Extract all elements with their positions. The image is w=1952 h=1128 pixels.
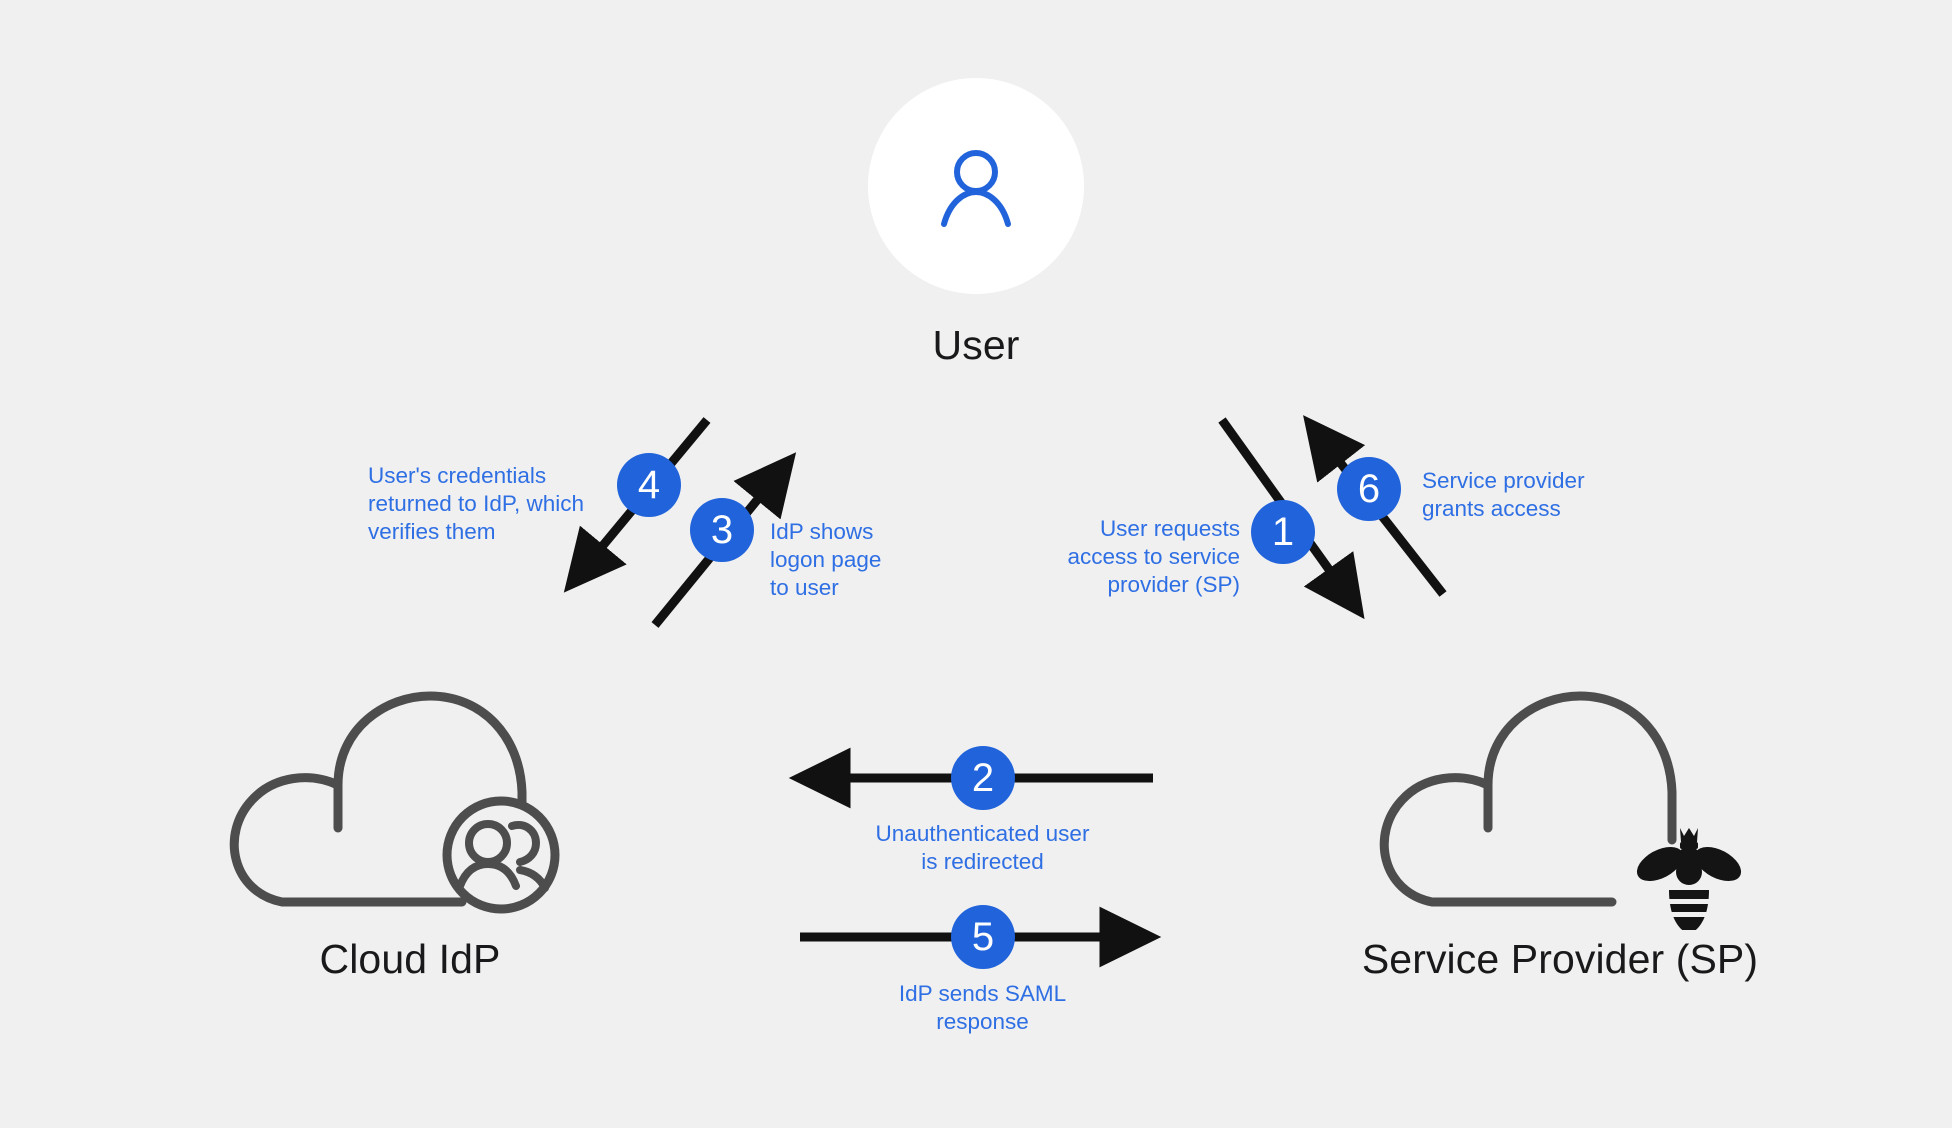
step-badge-6[interactable]: 6	[1337, 457, 1401, 521]
step-caption-1: User requests access to service provider…	[1067, 516, 1240, 597]
node-cloud-idp[interactable]: Cloud IdP	[190, 680, 630, 983]
step-badge-1[interactable]: 1	[1251, 500, 1315, 564]
node-cloud-idp-label: Cloud IdP	[319, 936, 501, 982]
node-user-label: User	[932, 322, 1020, 368]
cloud-users-icon	[229, 691, 560, 914]
step-caption-4: User's credentials returned to IdP, whic…	[368, 463, 584, 544]
step-badge-3[interactable]: 3	[690, 498, 754, 562]
step-caption-3: IdP shows logon page to user	[770, 519, 882, 600]
person-icon	[941, 150, 1011, 227]
node-service-provider[interactable]: Service Provider (SP)	[1340, 680, 1780, 983]
step-badge-2[interactable]: 2	[951, 746, 1015, 810]
user-avatar-circle	[868, 78, 1084, 294]
step-badge-4[interactable]: 4	[617, 453, 681, 517]
bee-icon	[1636, 828, 1742, 930]
step-badge-5[interactable]: 5	[951, 905, 1015, 969]
node-service-provider-label: Service Provider (SP)	[1361, 936, 1759, 982]
step-caption-6: Service provider grants access	[1422, 468, 1585, 521]
step-caption-5: IdP sends SAML response	[898, 981, 1067, 1034]
cloud-bee-icon	[1379, 691, 1742, 930]
step-caption-2: Unauthenticated user is redirected	[875, 821, 1090, 874]
node-user[interactable]: User	[868, 78, 1084, 369]
